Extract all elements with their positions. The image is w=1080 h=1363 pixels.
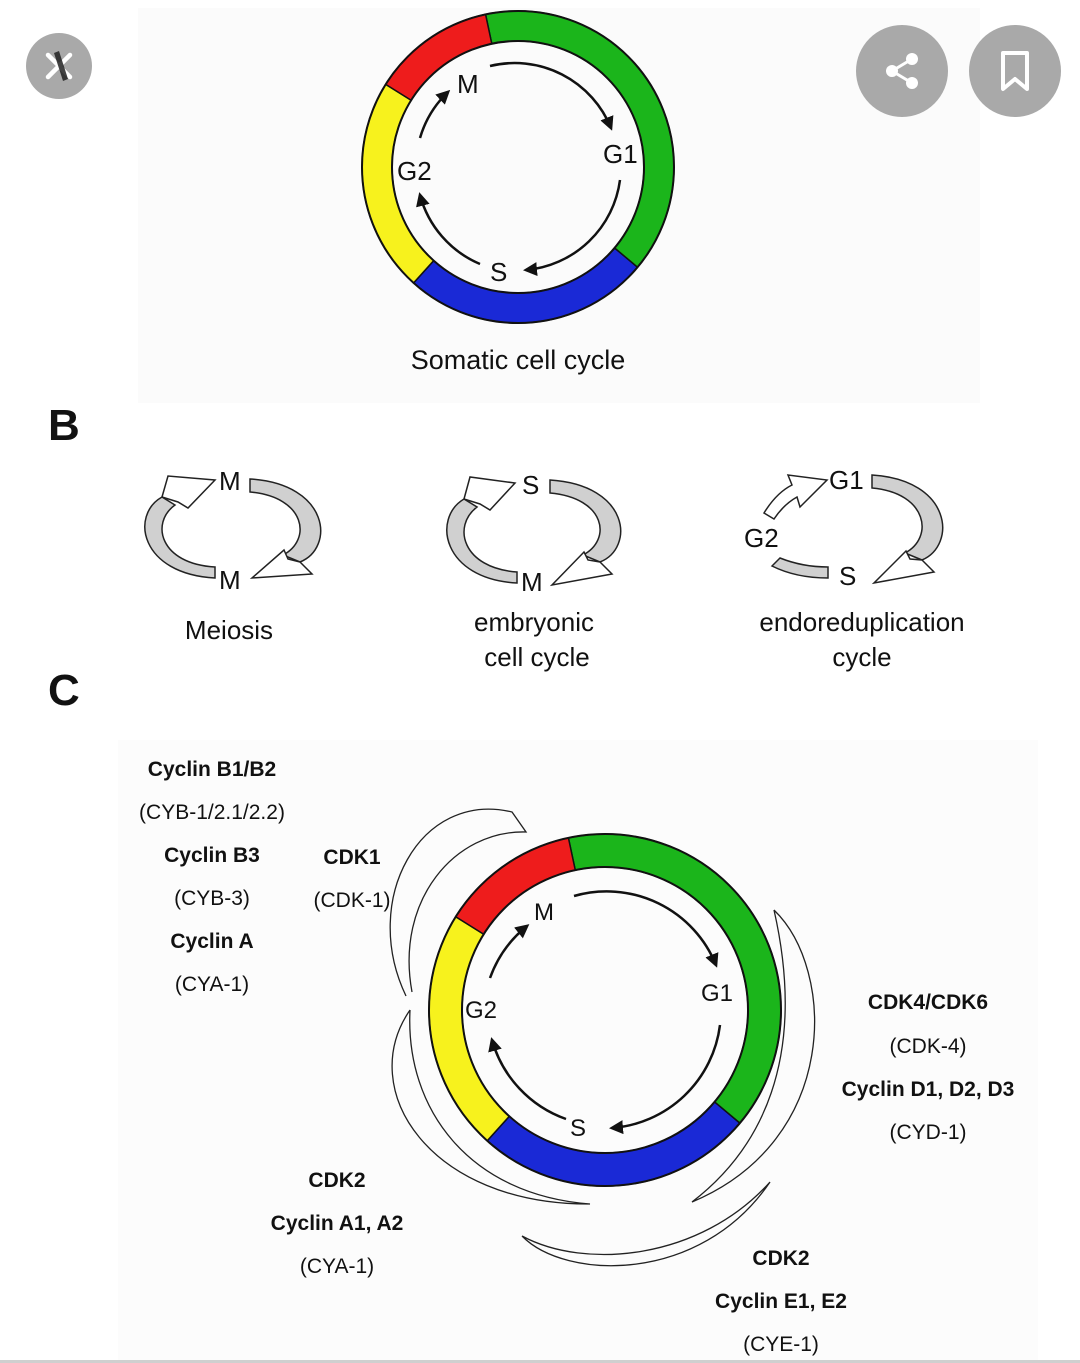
label-cdk2-g1s: CDK2 bbox=[752, 1247, 809, 1270]
label-cyclin-b1b2: Cyclin B1/B2 bbox=[148, 758, 276, 781]
bookmark-icon bbox=[1001, 51, 1029, 91]
label-cyclin-a1-a2: Cyclin A1, A2 bbox=[271, 1212, 404, 1235]
embryonic-white-arrow-top bbox=[463, 476, 517, 511]
phase-label-m: M bbox=[457, 69, 479, 99]
embryonic-label-top: S bbox=[522, 470, 539, 500]
panel-c-letter: C bbox=[48, 666, 80, 715]
endo-gray-arrow-bottom-left bbox=[770, 557, 829, 579]
c-arrow-g1-to-s bbox=[609, 1024, 722, 1135]
label-cdk4-cdk6: CDK4/CDK6 bbox=[868, 991, 988, 1014]
label-cdk-4-gene: (CDK-4) bbox=[890, 1035, 967, 1058]
embryonic-caption-line2: cell cycle bbox=[484, 642, 589, 672]
arrow-g1-to-s bbox=[523, 179, 622, 277]
share-button[interactable] bbox=[856, 25, 948, 117]
bracket-mitotic-cyclins bbox=[389, 808, 528, 997]
label-cyclin-e1-e2: Cyclin E1, E2 bbox=[715, 1290, 847, 1313]
meiosis-label-top: M bbox=[219, 466, 241, 496]
panel-b-letter: B bbox=[48, 401, 80, 450]
embryonic-gray-arrow-right bbox=[549, 479, 622, 563]
panel-b-variant-cycles: B M M Meiosis S M embryonic cell cycle bbox=[48, 401, 965, 672]
meiosis-white-arrow-bottom bbox=[249, 548, 314, 579]
endoreduplication-cycle: G1 G2 S endoreduplication cycle bbox=[744, 465, 965, 672]
c-phase-label-g2: G2 bbox=[465, 997, 497, 1024]
phase-label-g1: G1 bbox=[603, 139, 638, 169]
label-cya-1-top: (CYA-1) bbox=[175, 973, 249, 996]
panel-a-somatic-cycle: M G1 S G2 Somatic cell cycle bbox=[361, 10, 675, 375]
label-cyb-3: (CYB-3) bbox=[174, 887, 250, 910]
label-cyclin-b3: Cyclin B3 bbox=[164, 844, 260, 867]
arrow-s-to-g2 bbox=[416, 192, 481, 266]
phase-label-s: S bbox=[490, 257, 507, 287]
bracket-g1-complex bbox=[691, 909, 816, 1203]
arrow-g2-to-m bbox=[418, 89, 451, 139]
c-arrow-s-to-g2 bbox=[488, 1037, 567, 1121]
embryonic-caption-line1: embryonic bbox=[474, 607, 594, 637]
endo-caption-line2: cycle bbox=[832, 642, 891, 672]
endo-caption-line1: endoreduplication bbox=[759, 607, 964, 637]
label-cdk2-s: CDK2 bbox=[308, 1169, 365, 1192]
bottom-divider bbox=[0, 1360, 1080, 1363]
endo-label-bottom: S bbox=[839, 561, 856, 591]
bracket-g1s-complex bbox=[521, 1181, 771, 1267]
meiosis-gray-arrow-left bbox=[144, 496, 216, 579]
panel-c-cdk-cyclins: C M G1 S G2 Cyclin B1/B2 (CYB-1/2.1/2.2)… bbox=[48, 666, 1014, 1356]
c-phase-label-m: M bbox=[534, 899, 554, 926]
label-cyclin-d: Cyclin D1, D2, D3 bbox=[842, 1078, 1015, 1101]
label-cdk1: CDK1 bbox=[323, 846, 380, 869]
label-cyclin-a: Cyclin A bbox=[170, 930, 253, 953]
endo-white-arrow-top bbox=[762, 474, 829, 521]
embryonic-white-arrow-bottom bbox=[549, 550, 614, 587]
meiosis-gray-arrow-right bbox=[249, 478, 322, 563]
meiosis-white-arrow-top bbox=[161, 475, 217, 509]
panel-a-caption: Somatic cell cycle bbox=[411, 345, 626, 375]
c-phase-label-g1: G1 bbox=[701, 980, 733, 1007]
bookmark-button[interactable] bbox=[969, 25, 1061, 117]
meiosis-caption: Meiosis bbox=[185, 615, 273, 645]
c-arrow-m-to-g1 bbox=[573, 890, 719, 968]
endo-gray-arrow-right bbox=[871, 474, 944, 561]
embryonic-gray-arrow-left bbox=[446, 498, 518, 584]
share-icon bbox=[886, 53, 918, 89]
meiosis-cycle: M M Meiosis bbox=[144, 466, 322, 645]
label-cya-1-bottom: (CYA-1) bbox=[300, 1255, 374, 1278]
embryonic-label-bottom: M bbox=[521, 567, 543, 597]
label-cyb-1-2: (CYB-1/2.1/2.2) bbox=[139, 801, 285, 824]
label-cyd-1: (CYD-1) bbox=[890, 1121, 967, 1144]
endo-label-left: G2 bbox=[744, 523, 779, 553]
label-cdk-1-gene: (CDK-1) bbox=[314, 889, 391, 912]
endo-white-arrow-bottom bbox=[871, 549, 936, 585]
phase-label-g2: G2 bbox=[397, 156, 432, 186]
c-phase-label-s: S bbox=[570, 1115, 586, 1142]
label-cye-1: (CYE-1) bbox=[743, 1333, 819, 1356]
endo-label-top: G1 bbox=[829, 465, 864, 495]
bracket-s-complex bbox=[391, 1009, 591, 1205]
c-arrow-g2-to-m bbox=[488, 924, 530, 979]
close-icon bbox=[45, 51, 73, 81]
arrow-m-to-g1 bbox=[489, 61, 614, 131]
embryonic-cycle: S M embryonic cell cycle bbox=[446, 470, 622, 672]
close-button[interactable] bbox=[26, 33, 92, 99]
meiosis-label-bottom: M bbox=[219, 565, 241, 595]
